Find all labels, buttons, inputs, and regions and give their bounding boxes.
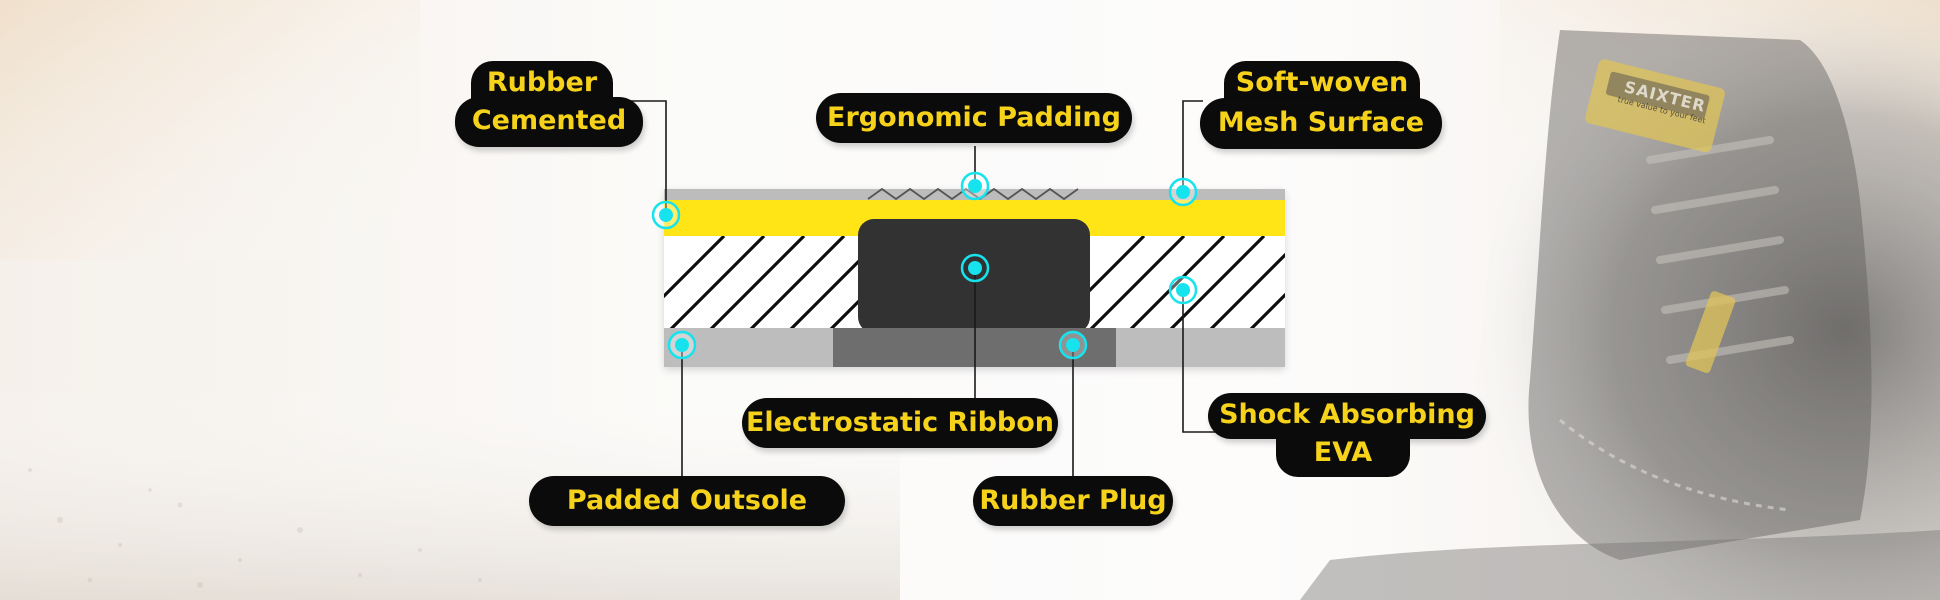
leader-lines bbox=[620, 100, 1280, 480]
label-ergonomic-padding: Ergonomic Padding bbox=[816, 93, 1132, 143]
marker-shock-absorbing-icon bbox=[1168, 275, 1198, 305]
boot-brand-tag bbox=[1585, 59, 1725, 153]
marker-padded-outsole-icon bbox=[667, 330, 697, 360]
label-rubber-cemented-line1: Rubber bbox=[471, 61, 613, 104]
marker-rubber-plug-icon bbox=[1058, 330, 1088, 360]
marker-ergonomic-padding-icon bbox=[960, 171, 990, 201]
label-rubber-cemented-line2: Cemented bbox=[455, 97, 643, 147]
label-rubber-cemented: Rubber Cemented bbox=[455, 61, 645, 147]
marker-mesh-surface-icon bbox=[1168, 177, 1198, 207]
label-soft-woven-mesh-line2: Mesh Surface bbox=[1200, 98, 1442, 149]
electrostatic-insert bbox=[858, 219, 1090, 333]
label-electrostatic-ribbon: Electrostatic Ribbon bbox=[742, 398, 1058, 448]
label-padded-outsole: Padded Outsole bbox=[529, 476, 845, 526]
marker-electrostatic-ribbon-icon bbox=[960, 253, 990, 283]
label-soft-woven-mesh-line1: Soft-woven bbox=[1224, 61, 1420, 104]
marker-rubber-cemented-icon bbox=[651, 200, 681, 230]
label-soft-woven-mesh: Soft-woven Mesh Surface bbox=[1200, 61, 1442, 149]
ergonomic-padding-zigzag bbox=[867, 187, 1079, 201]
boot-illustration bbox=[1297, 0, 1940, 600]
hotspot-markers bbox=[651, 171, 1198, 360]
label-shock-absorbing-eva: Shock Absorbing EVA bbox=[1208, 393, 1486, 477]
label-rubber-plug: Rubber Plug bbox=[973, 476, 1173, 526]
boot-side-tag bbox=[1685, 291, 1736, 373]
label-shock-absorbing-eva-line2: EVA bbox=[1276, 429, 1410, 477]
